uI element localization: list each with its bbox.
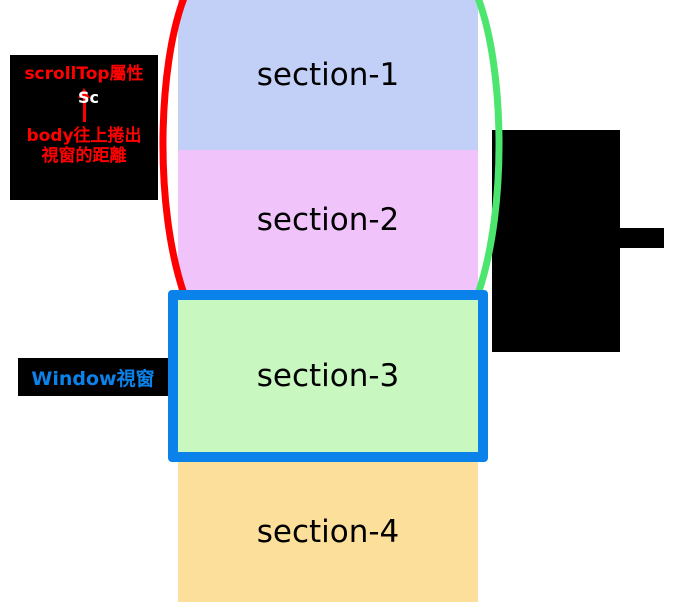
section-2-label: section-2 — [256, 201, 400, 238]
arrow-up-icon — [74, 88, 94, 123]
window-callout: Window視窗 — [18, 358, 168, 396]
section-1-block: section-1 — [178, 0, 478, 150]
scrolltop-callout: scrollTop屬性 body往上捲出 視窗的距離 — [10, 55, 158, 200]
section-3-viewport-box: section-3 — [168, 290, 488, 462]
scroll-panel-label: Sc — [78, 88, 100, 107]
arrow-up-shaft — [83, 96, 86, 123]
arrow-up-head — [78, 88, 90, 99]
scroll-panel-redaction-bar — [586, 228, 664, 248]
section-2-block: section-2 — [178, 150, 478, 290]
section-4-label: section-4 — [256, 513, 400, 550]
scrolltop-callout-line1: scrollTop屬性 — [24, 64, 144, 84]
scrolltop-callout-line3: 視窗的距離 — [41, 146, 127, 167]
scrolltop-callout-line2: body往上捲出 — [26, 126, 142, 147]
section-1-label: section-1 — [256, 56, 400, 93]
section-3-label: section-3 — [256, 357, 400, 394]
window-callout-label: Window視窗 — [31, 367, 155, 390]
section-4-block: section-4 — [178, 462, 478, 602]
